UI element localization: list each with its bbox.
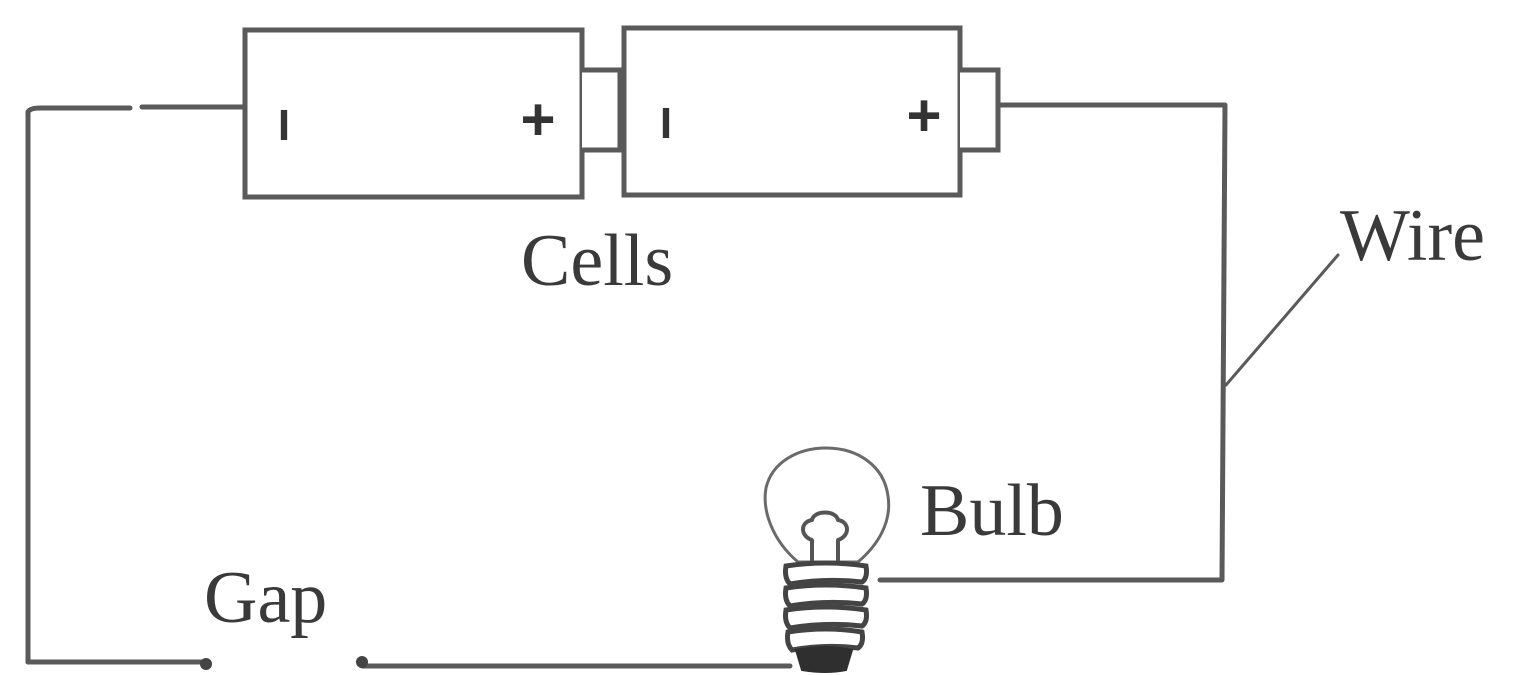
cell-1-terminal-cap bbox=[582, 67, 623, 153]
wire-label-pointer bbox=[1224, 253, 1340, 387]
cell-1-body bbox=[242, 27, 585, 200]
gap-label: Gap bbox=[204, 557, 327, 639]
gap-terminal-left bbox=[200, 658, 212, 670]
cell-2-body bbox=[621, 25, 963, 198]
cells-label: Cells bbox=[521, 220, 673, 302]
cell-2-terminal-cap bbox=[960, 67, 1001, 153]
gap-terminal-right bbox=[356, 656, 368, 668]
cell-2-negative-mark: I bbox=[660, 99, 672, 148]
bulb-label: Bulb bbox=[920, 470, 1064, 552]
bulb-tip bbox=[794, 646, 854, 673]
wire-label: Wire bbox=[1340, 195, 1485, 277]
bulb-filament bbox=[801, 510, 849, 562]
circuit-wires bbox=[25, 102, 1340, 669]
cell-1-positive-mark: + bbox=[520, 86, 555, 153]
bulb-glass bbox=[763, 446, 891, 564]
cell-2-positive-mark: + bbox=[906, 82, 941, 149]
cell-1: I + bbox=[242, 27, 623, 200]
cell-2: I + bbox=[621, 25, 1001, 198]
wire-top-left bbox=[25, 105, 133, 115]
cell-1-negative-mark: I bbox=[278, 101, 290, 150]
bulb-icon bbox=[763, 446, 891, 673]
wire-right bbox=[877, 102, 1228, 583]
bulb-base bbox=[783, 560, 869, 653]
